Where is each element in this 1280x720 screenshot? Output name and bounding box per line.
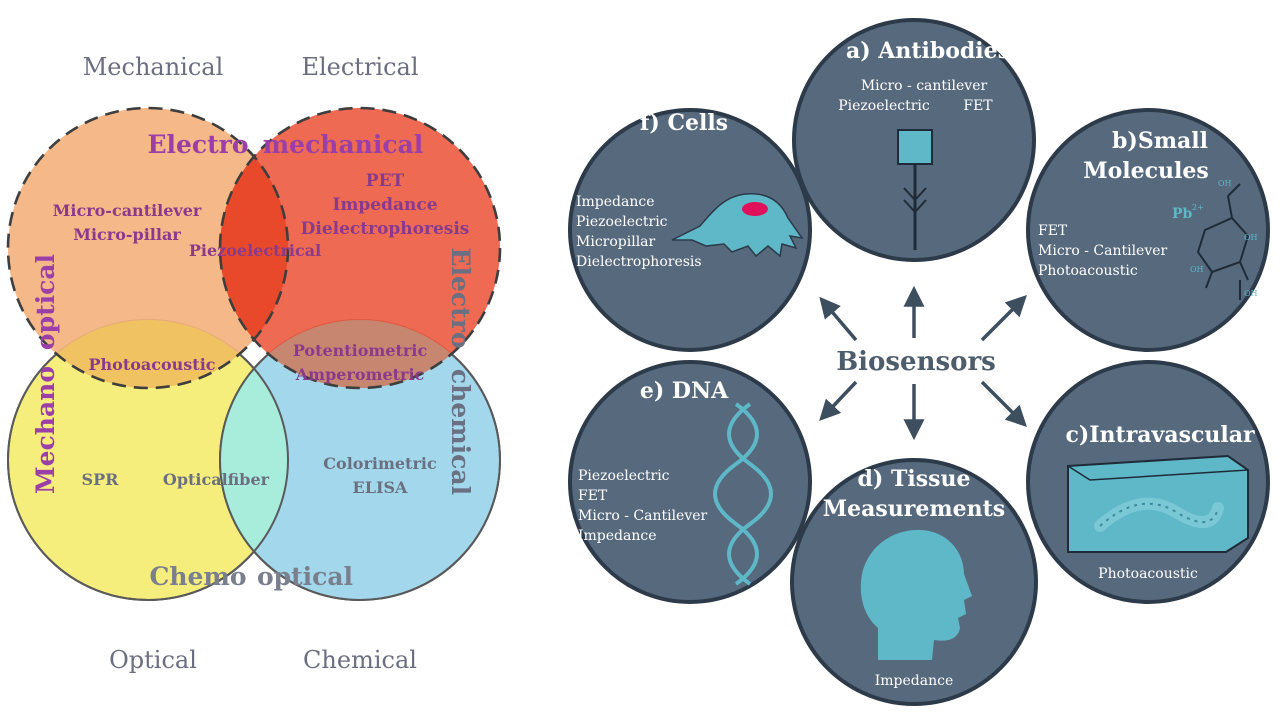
pb-label: Pb [1172,206,1193,222]
electrical-label: Electrical [301,53,418,81]
small-molecules-line-1: FET [1038,223,1068,239]
photoacoustic-venn-text: Photoacoustic [88,355,215,374]
oh-3: OH [1190,265,1204,274]
small-molecules-node: b)Small Molecules FET Micro - Cantilever… [1026,108,1270,352]
cells-node: f) Cells Impedance Piezoelectric Micropi… [568,108,812,352]
optical-fiber-text: Opticalfiber [163,470,270,489]
impedance-text: Impedance [332,195,437,215]
electro-label: Electro [147,130,248,159]
mechanical-overlap-label: mechanical [263,130,424,159]
arrow-to-small-molecules [980,295,1027,342]
dna-node: e) DNA Piezoelectric FET Micro - Cantile… [568,360,812,604]
cell-icon [671,193,804,258]
dna-line-3: Micro - Cantilever [578,508,708,524]
arrow-to-dna [819,380,858,422]
intravascular-node: c)Intravascular Photoacoustic [1026,360,1270,604]
tissue-title-1: d) Tissue [858,466,971,492]
antibodies-line-3: FET [963,98,993,114]
oh-4: OH [1244,289,1258,298]
venn-diagram: Mechanical Electrical Optical Chemical E… [6,53,502,674]
arrows [819,285,1027,441]
dna-line-4: Impedance [578,528,657,544]
head-icon [860,529,972,660]
electrical-circle [220,108,500,388]
vessel-icon [1067,454,1249,553]
dielectrophoresis-text: Dielectrophoresis [301,219,470,239]
elisa-text: ELISA [353,478,408,497]
spr-text: SPR [82,470,120,489]
biosensors-diagram: Biosensors a) Antibodies Micro - cantile… [568,18,1270,706]
mechano-label: Mechano [31,366,60,494]
tissue-title-2: Measurements [823,496,1005,522]
intravascular-line-1: Photoacoustic [1098,566,1198,582]
antibodies-title: a) Antibodies [846,38,1010,64]
arrow-to-intravascular [980,380,1027,427]
small-molecules-line-3: Photoacoustic [1038,263,1138,279]
small-molecules-title-1: b)Small [1112,128,1208,154]
cells-line-3: Micropillar [576,234,656,250]
molecule-icon: Pb 2+ OH OH OH OH [1172,179,1258,300]
cells-line-4: Dielectrophoresis [576,254,702,270]
oh-2: OH [1244,233,1258,242]
amperometric-text: Amperometric [295,365,425,384]
dna-title: e) DNA [640,378,729,404]
micro-cantilever-text: Micro-cantilever [53,201,202,220]
chemical-label: Chemical [303,646,417,674]
cells-title: f) Cells [640,110,728,136]
optical-bottom-label: optical [257,562,353,591]
oh-1: OH [1218,179,1232,188]
antibodies-line-1: Micro - cantilever [861,78,988,94]
antibodies-line-2: Piezoelectric [838,98,930,114]
cells-line-2: Piezoelectric [576,214,668,230]
tissue-line-1: Impedance [875,673,954,689]
tissue-node: d) Tissue Measurements Impedance [790,458,1038,706]
biosensors-center-label: Biosensors [836,347,996,377]
optical-label: Optical [109,646,197,674]
arrow-to-cells [819,296,858,342]
pet-text: PET [366,171,405,191]
colorimetric-text: Colorimetric [323,454,437,473]
piezoelectrical-text: Piezoelectrical [189,241,321,260]
pb-superscript: 2+ [1192,203,1204,212]
cantilever-icon [897,129,933,250]
mechanical-circle [8,108,288,388]
small-molecules-line-2: Micro - Cantilever [1038,243,1168,259]
cells-line-1: Impedance [576,194,655,210]
intravascular-title: c)Intravascular [1065,422,1255,448]
electro-right-label: Electro [446,247,475,348]
nucleus-icon [742,202,768,216]
antibodies-node: a) Antibodies Micro - cantilever Piezoel… [792,18,1036,262]
dna-line-1: Piezoelectric [578,468,670,484]
chemo-label: Chemo [149,562,246,591]
optical-left-label: optical [31,254,60,350]
micro-pillar-text: Micro-pillar [73,225,181,244]
mechanical-label: Mechanical [83,53,224,81]
potentiometric-text: Potentiometric [293,341,428,360]
dna-line-2: FET [578,488,608,504]
chemical-right-label: chemical [446,369,475,495]
small-molecules-title-2: Molecules [1083,158,1209,184]
dna-helix-icon [713,402,773,586]
